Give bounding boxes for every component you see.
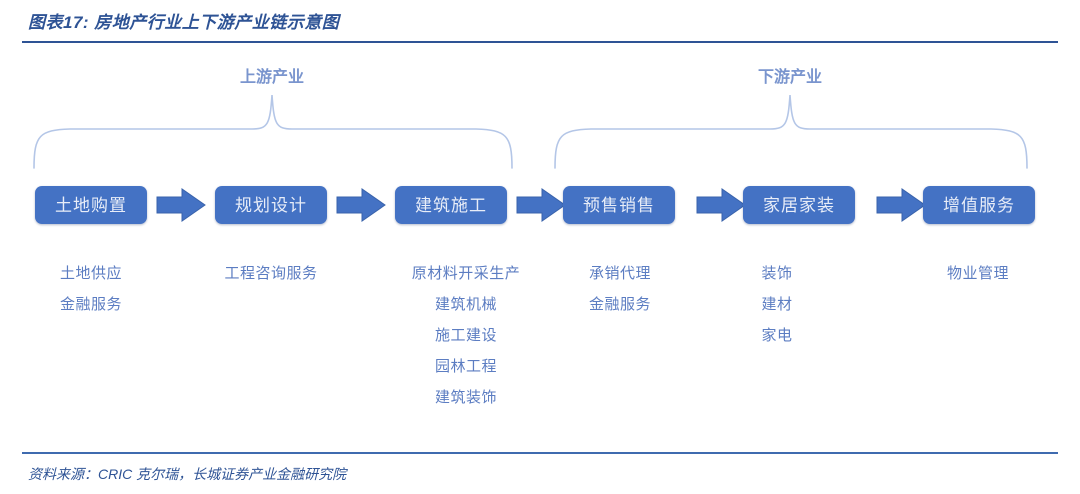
group-label-upstream: 上游产业 <box>239 69 305 86</box>
stage-item: 土地供应 <box>59 265 123 282</box>
figure-source: 资料来源：CRIC 克尔瑞，长城证券产业金融研究院 <box>28 466 347 482</box>
stage-node-5[interactable]: 家居家装 <box>743 186 855 224</box>
stage-node-6[interactable]: 增值服务 <box>923 186 1035 224</box>
stage-items-column-2: 工程咨询服务 <box>224 258 317 289</box>
figure-title: 图表17: 房地产行业上下游产业链示意图 <box>28 13 340 32</box>
stage-item: 金融服务 <box>59 296 123 313</box>
stage-item: 金融服务 <box>588 296 652 313</box>
stage-items-column-4: 承销代理 金融服务 <box>589 258 651 320</box>
stage-node-2[interactable]: 规划设计 <box>215 186 327 224</box>
stage-items-column-3: 原材料开采生产 建筑机械 施工建设 园林工程 建筑装饰 <box>412 258 521 413</box>
stage-items-column-6: 物业管理 <box>947 258 1009 289</box>
stage-node-label: 增值服务 <box>943 195 1015 215</box>
stage-node-label: 建筑施工 <box>415 195 487 215</box>
stage-item: 家电 <box>761 327 793 344</box>
stage-item: 园林工程 <box>434 358 498 375</box>
stage-item: 建材 <box>761 296 793 313</box>
source-divider-bottom <box>22 452 1058 454</box>
stage-item: 施工建设 <box>434 327 498 344</box>
stage-node-label: 土地购置 <box>55 195 127 215</box>
stage-node-1[interactable]: 土地购置 <box>35 186 147 224</box>
stage-item: 建筑机械 <box>434 296 498 313</box>
stage-item: 工程咨询服务 <box>224 265 318 282</box>
title-divider-top <box>22 41 1058 43</box>
group-label-downstream: 下游产业 <box>757 69 823 86</box>
arrow-right-icon-1 <box>156 188 206 222</box>
stage-item: 装饰 <box>761 265 793 282</box>
stage-item: 建筑装饰 <box>434 389 498 406</box>
arrow-right-icon-3 <box>516 188 566 222</box>
stage-item: 承销代理 <box>588 265 652 282</box>
arrow-right-icon-2 <box>336 188 386 222</box>
stage-item: 物业管理 <box>946 265 1010 282</box>
arrow-right-icon-4 <box>696 188 746 222</box>
downstream-brace-icon <box>554 94 1028 169</box>
stage-node-label: 规划设计 <box>235 195 307 215</box>
stage-node-3[interactable]: 建筑施工 <box>395 186 507 224</box>
stage-node-label: 家居家装 <box>763 195 835 215</box>
arrow-right-icon-5 <box>876 188 926 222</box>
stage-node-label: 预售销售 <box>583 195 655 215</box>
stage-items-column-5: 装饰 建材 家电 <box>761 258 792 351</box>
stage-items-column-1: 土地供应 金融服务 <box>60 258 122 320</box>
upstream-brace-icon <box>33 94 513 169</box>
stage-node-4[interactable]: 预售销售 <box>563 186 675 224</box>
stage-item: 原材料开采生产 <box>411 265 521 282</box>
